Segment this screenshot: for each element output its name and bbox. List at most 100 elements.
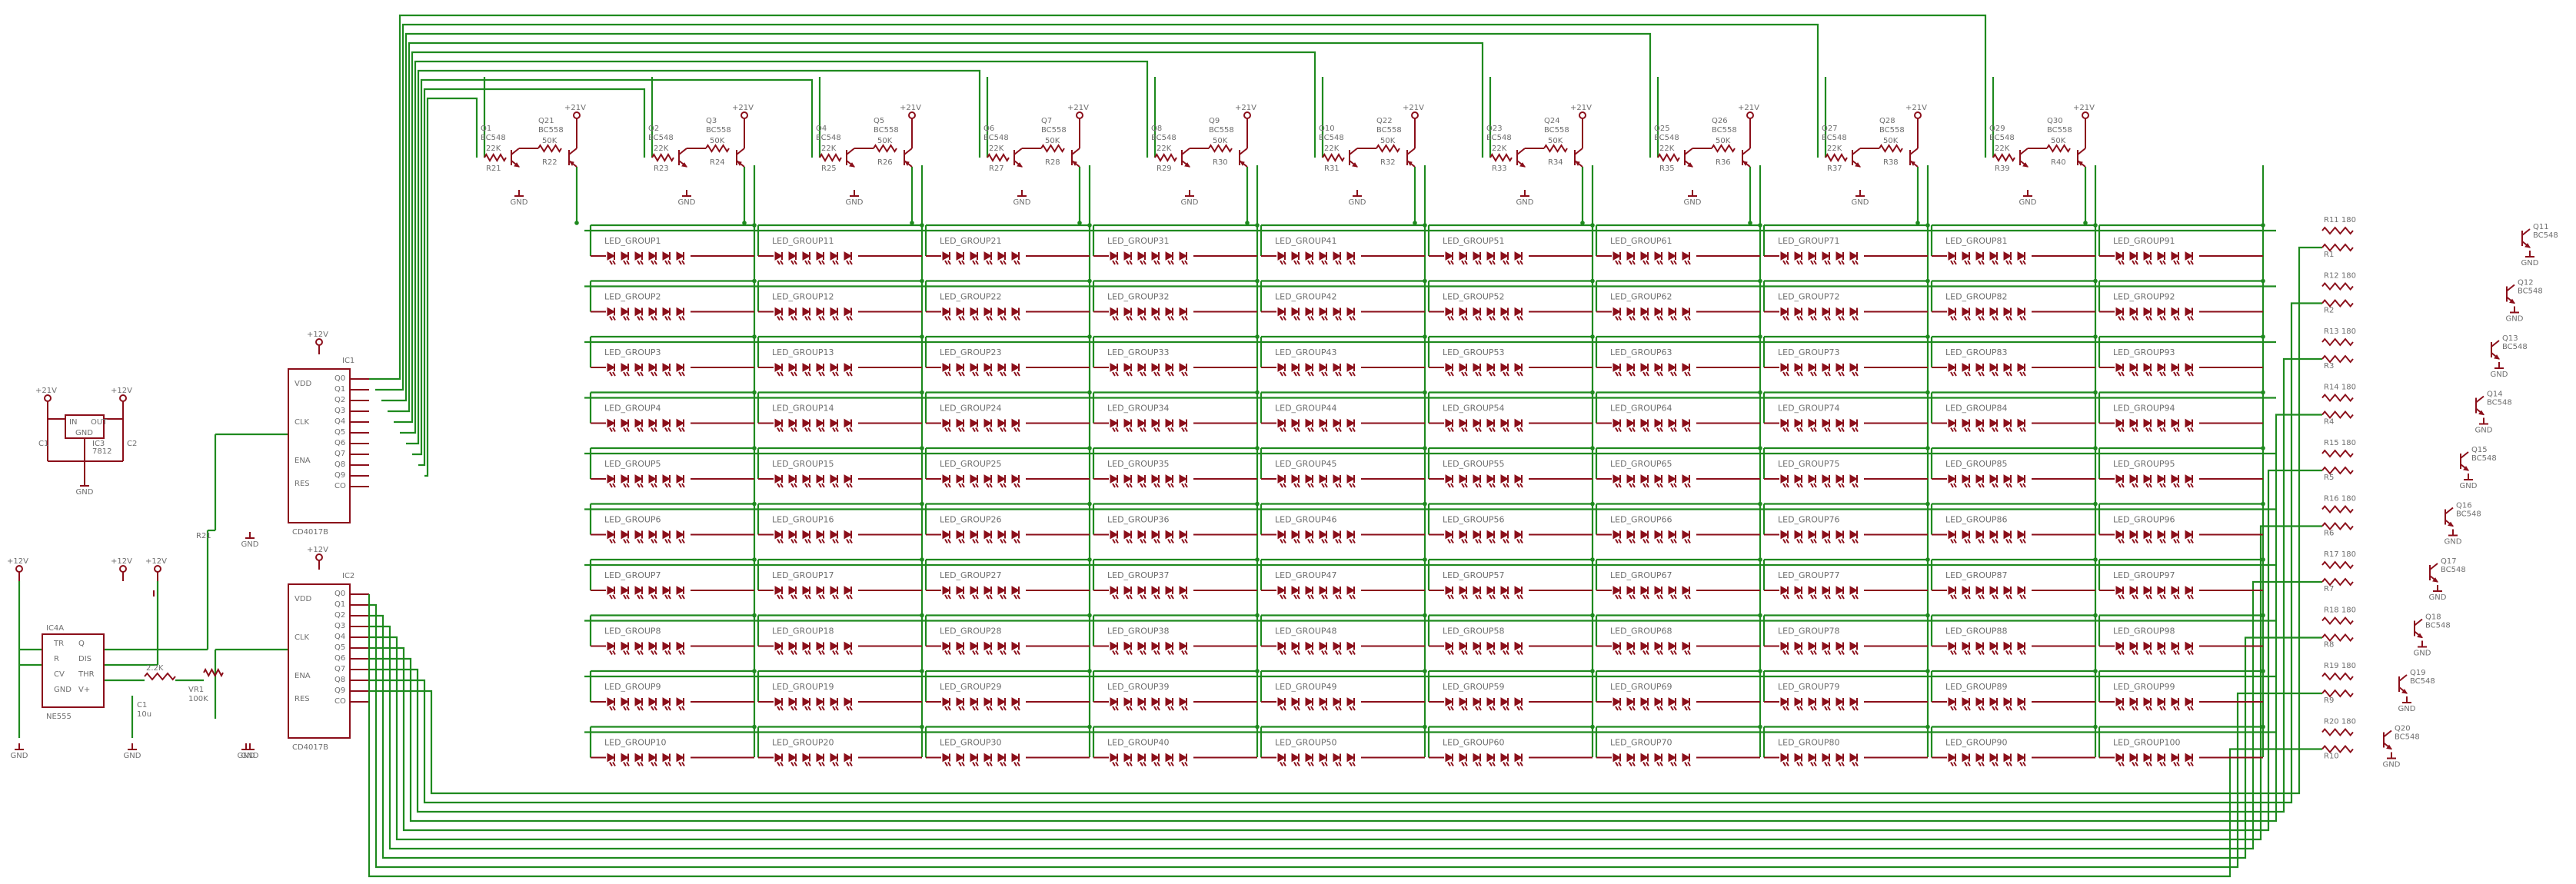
- led-ray: [1140, 706, 1143, 711]
- led-ray: [1349, 761, 1353, 767]
- row-base-resistor: [2321, 521, 2354, 531]
- led-ray: [1140, 650, 1143, 656]
- led-triangle: [648, 586, 657, 595]
- led: [1654, 586, 1663, 600]
- led-ray: [1321, 650, 1325, 656]
- led-ray: [947, 650, 951, 656]
- regulator-name: IC3: [92, 440, 105, 448]
- led-ray: [1157, 371, 1160, 377]
- led: [1808, 753, 1817, 767]
- led-triangle: [1682, 251, 1691, 261]
- led-ray: [1992, 371, 1995, 377]
- led: [983, 641, 993, 656]
- led: [1514, 753, 1523, 767]
- led-ray: [609, 706, 613, 711]
- led-ray: [807, 260, 811, 265]
- led-ray: [2005, 594, 2009, 600]
- led-ray: [1017, 260, 1020, 265]
- led: [1277, 474, 1286, 488]
- led-group-label: LED_GROUP7: [604, 570, 661, 580]
- led-triangle: [1319, 530, 1328, 540]
- led-ray: [1615, 538, 1619, 544]
- led: [1486, 418, 1496, 433]
- ground-symbol: [2510, 306, 2519, 314]
- led-ray: [1478, 594, 1482, 600]
- led: [1486, 363, 1496, 377]
- led-ray: [2118, 315, 2122, 321]
- led: [1780, 363, 1789, 377]
- timer-name: IC4A: [46, 624, 64, 633]
- led-ray: [972, 427, 976, 433]
- row-resistor-label: R19 180: [2324, 662, 2356, 670]
- led: [1110, 363, 1119, 377]
- junction-dot: [1423, 557, 1427, 562]
- led-ray: [1786, 538, 1789, 544]
- led-triangle: [1654, 363, 1663, 372]
- led: [1626, 474, 1636, 488]
- led-ray: [1283, 594, 1286, 600]
- led: [956, 307, 965, 321]
- led-ray: [2005, 260, 2009, 265]
- led-ray: [1129, 706, 1133, 711]
- led: [1473, 753, 1482, 767]
- led-ray: [2005, 427, 2009, 433]
- led-triangle: [970, 418, 979, 428]
- junction-dot: [752, 669, 757, 673]
- led-triangle: [1277, 753, 1286, 763]
- column-npn-part: BC548: [1822, 134, 1847, 142]
- led: [1486, 586, 1496, 600]
- led-ray: [1492, 315, 1496, 321]
- led-ray: [1519, 706, 1523, 711]
- led-ray: [1684, 594, 1688, 600]
- led-ray: [1516, 427, 1520, 433]
- led-ray: [1126, 761, 1130, 767]
- led-triangle: [1668, 474, 1677, 484]
- led-triangle: [648, 474, 657, 484]
- supply-ring: [119, 394, 127, 402]
- supply-ring: [1746, 111, 1754, 119]
- led-ray: [2187, 315, 2191, 321]
- led-ray: [1003, 594, 1007, 600]
- led: [1110, 586, 1119, 600]
- led-ray: [2187, 371, 2191, 377]
- led: [1346, 307, 1356, 321]
- led-ray: [832, 706, 836, 711]
- led-ray: [1503, 594, 1506, 600]
- led-group-label: LED_GROUP42: [1275, 292, 1337, 302]
- led-triangle: [2171, 697, 2180, 706]
- column-pnp-part: BC558: [2047, 126, 2072, 135]
- led-group-label: LED_GROUP85: [1945, 459, 2008, 469]
- led-ray: [1461, 538, 1465, 544]
- led-ray: [832, 427, 836, 433]
- column-pnp-name: Q5: [874, 117, 884, 125]
- led: [942, 641, 951, 656]
- led-triangle: [2003, 474, 2012, 484]
- led: [1123, 251, 1133, 265]
- led-group-label: LED_GROUP32: [1107, 292, 1170, 302]
- column-pnp-resistor: [1879, 144, 1903, 153]
- led-ray: [1335, 260, 1339, 265]
- led-ray: [1503, 371, 1506, 377]
- led: [1165, 418, 1174, 433]
- led-triangle: [1808, 363, 1817, 372]
- led: [1989, 474, 1999, 488]
- led-triangle: [1835, 474, 1845, 484]
- led-ray: [1349, 260, 1353, 265]
- led: [774, 530, 784, 544]
- led-ray: [832, 650, 836, 656]
- led-ray: [1181, 483, 1185, 488]
- led-ray: [1629, 427, 1632, 433]
- led: [1165, 641, 1174, 656]
- led-triangle: [2171, 307, 2180, 317]
- led-triangle: [830, 474, 839, 484]
- led-triangle: [1151, 251, 1160, 261]
- led-ray: [1659, 427, 1663, 433]
- led-triangle: [1682, 307, 1691, 317]
- led-ray: [1827, 594, 1831, 600]
- led-ray: [818, 761, 822, 767]
- counter-pin: Q8: [334, 676, 345, 684]
- led-ray: [1782, 594, 1786, 600]
- led-triangle: [1822, 251, 1831, 261]
- led-ray: [1000, 706, 1003, 711]
- led-ray: [612, 260, 616, 265]
